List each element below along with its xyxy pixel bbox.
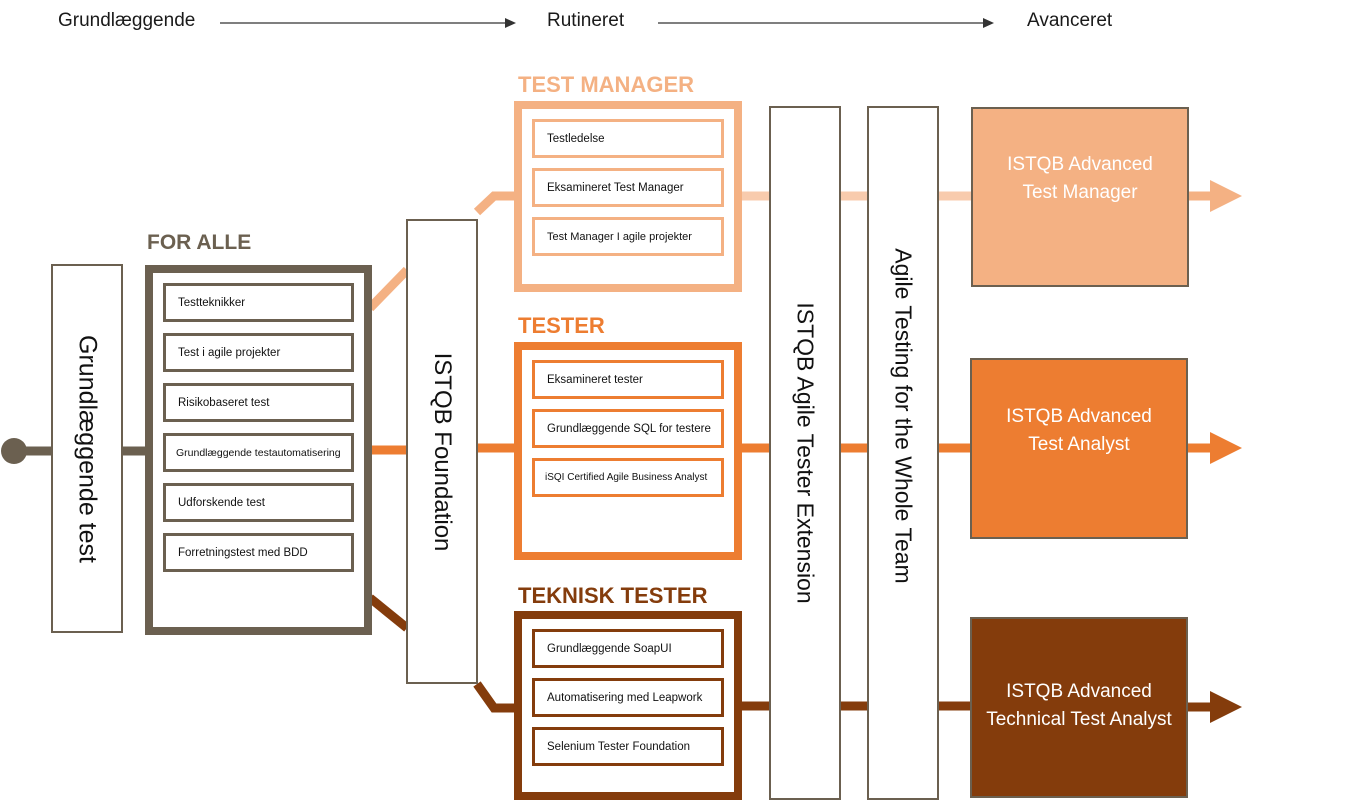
agile-whole-team-box[interactable]: Agile Testing for the Whole Team <box>867 106 939 800</box>
course-test-i-agile-projekter[interactable]: Test i agile projekter <box>163 333 354 372</box>
teknisk-tester-frame: Grundlæggende SoapUI Automatisering med … <box>514 611 742 800</box>
course-forretningstest-bdd[interactable]: Forretningstest med BDD <box>163 533 354 572</box>
course-udforskende-test[interactable]: Udforskende test <box>163 483 354 522</box>
tester-frame: Eksamineret tester Grundlæggende SQL for… <box>514 342 742 560</box>
branch-tta-out <box>473 681 516 713</box>
course-automatisering-leapwork[interactable]: Automatisering med Leapwork <box>532 678 724 717</box>
course-selenium-tester-foundation[interactable]: Selenium Tester Foundation <box>532 727 724 766</box>
course-grundlaeggende-testautomatisering[interactable]: Grundlæggende testautomatisering <box>163 433 354 472</box>
course-eksamineret-test-manager[interactable]: Eksamineret Test Manager <box>532 168 724 207</box>
course-eksamineret-tester[interactable]: Eksamineret tester <box>532 360 724 399</box>
istqb-advanced-test-analyst[interactable]: ISTQB Advanced Test Analyst <box>970 358 1188 539</box>
for-alle-frame: Testteknikker Test i agile projekter Ris… <box>145 265 372 635</box>
adv-tta-line1: ISTQB Advanced <box>1006 680 1152 702</box>
istqb-agile-extension-box[interactable]: ISTQB Agile Tester Extension <box>769 106 841 800</box>
course-sql-for-testere[interactable]: Grundlæggende SQL for testere <box>532 409 724 448</box>
branch-tta-in <box>367 594 410 632</box>
adv-tta-line2: Technical Test Analyst <box>986 708 1172 730</box>
test-manager-title: TEST MANAGER <box>518 72 694 97</box>
level-basic: Grundlæggende <box>58 10 196 31</box>
tm-exit-arrowhead <box>1210 180 1242 212</box>
adv-ta-line2: Test Analyst <box>1028 433 1130 455</box>
adv-tm-line1: ISTQB Advanced <box>1007 154 1153 175</box>
branch-tm-out <box>473 191 516 216</box>
course-test-manager-agile[interactable]: Test Manager I agile projekter <box>532 217 724 256</box>
course-isqi-agile-business-analyst[interactable]: iSQI Certified Agile Business Analyst <box>532 458 724 497</box>
adv-tm-line2: Test Manager <box>1022 182 1138 203</box>
adv-ta-line1: ISTQB Advanced <box>1006 405 1152 427</box>
grundlaeggende-test-label: Grundlæggende test <box>73 334 102 563</box>
teknisk-tester-title: TEKNISK TESTER <box>518 583 708 608</box>
test-manager-frame: Testledelse Eksamineret Test Manager Tes… <box>514 101 742 292</box>
agile-whole-team-label: Agile Testing for the Whole Team <box>890 248 917 584</box>
level-arrowhead-1 <box>505 18 516 28</box>
level-advanced: Avanceret <box>1027 10 1113 31</box>
level-arrowhead-2 <box>983 18 994 28</box>
course-testledelse[interactable]: Testledelse <box>532 119 724 158</box>
istqb-foundation-label: ISTQB Foundation <box>429 352 456 551</box>
istqb-agile-extension-label: ISTQB Agile Tester Extension <box>792 302 819 604</box>
istqb-advanced-technical-test-analyst[interactable]: ISTQB Advanced Technical Test Analyst <box>970 617 1188 798</box>
tta-exit-arrowhead <box>1210 691 1242 723</box>
for-alle-title: FOR ALLE <box>147 231 252 254</box>
ta-exit-arrowhead <box>1210 432 1242 464</box>
course-testteknikker[interactable]: Testteknikker <box>163 283 354 322</box>
istqb-advanced-test-manager[interactable]: ISTQB Advanced Test Manager <box>971 107 1189 287</box>
branch-tm-in <box>366 266 411 312</box>
course-grundlaeggende-soapui[interactable]: Grundlæggende SoapUI <box>532 629 724 668</box>
grundlaeggende-test-box[interactable]: Grundlæggende test <box>51 264 123 633</box>
level-routine: Rutineret <box>547 10 625 31</box>
tester-title: TESTER <box>518 313 605 338</box>
course-risikobaseret-test[interactable]: Risikobaseret test <box>163 383 354 422</box>
istqb-foundation-box[interactable]: ISTQB Foundation <box>406 219 478 684</box>
